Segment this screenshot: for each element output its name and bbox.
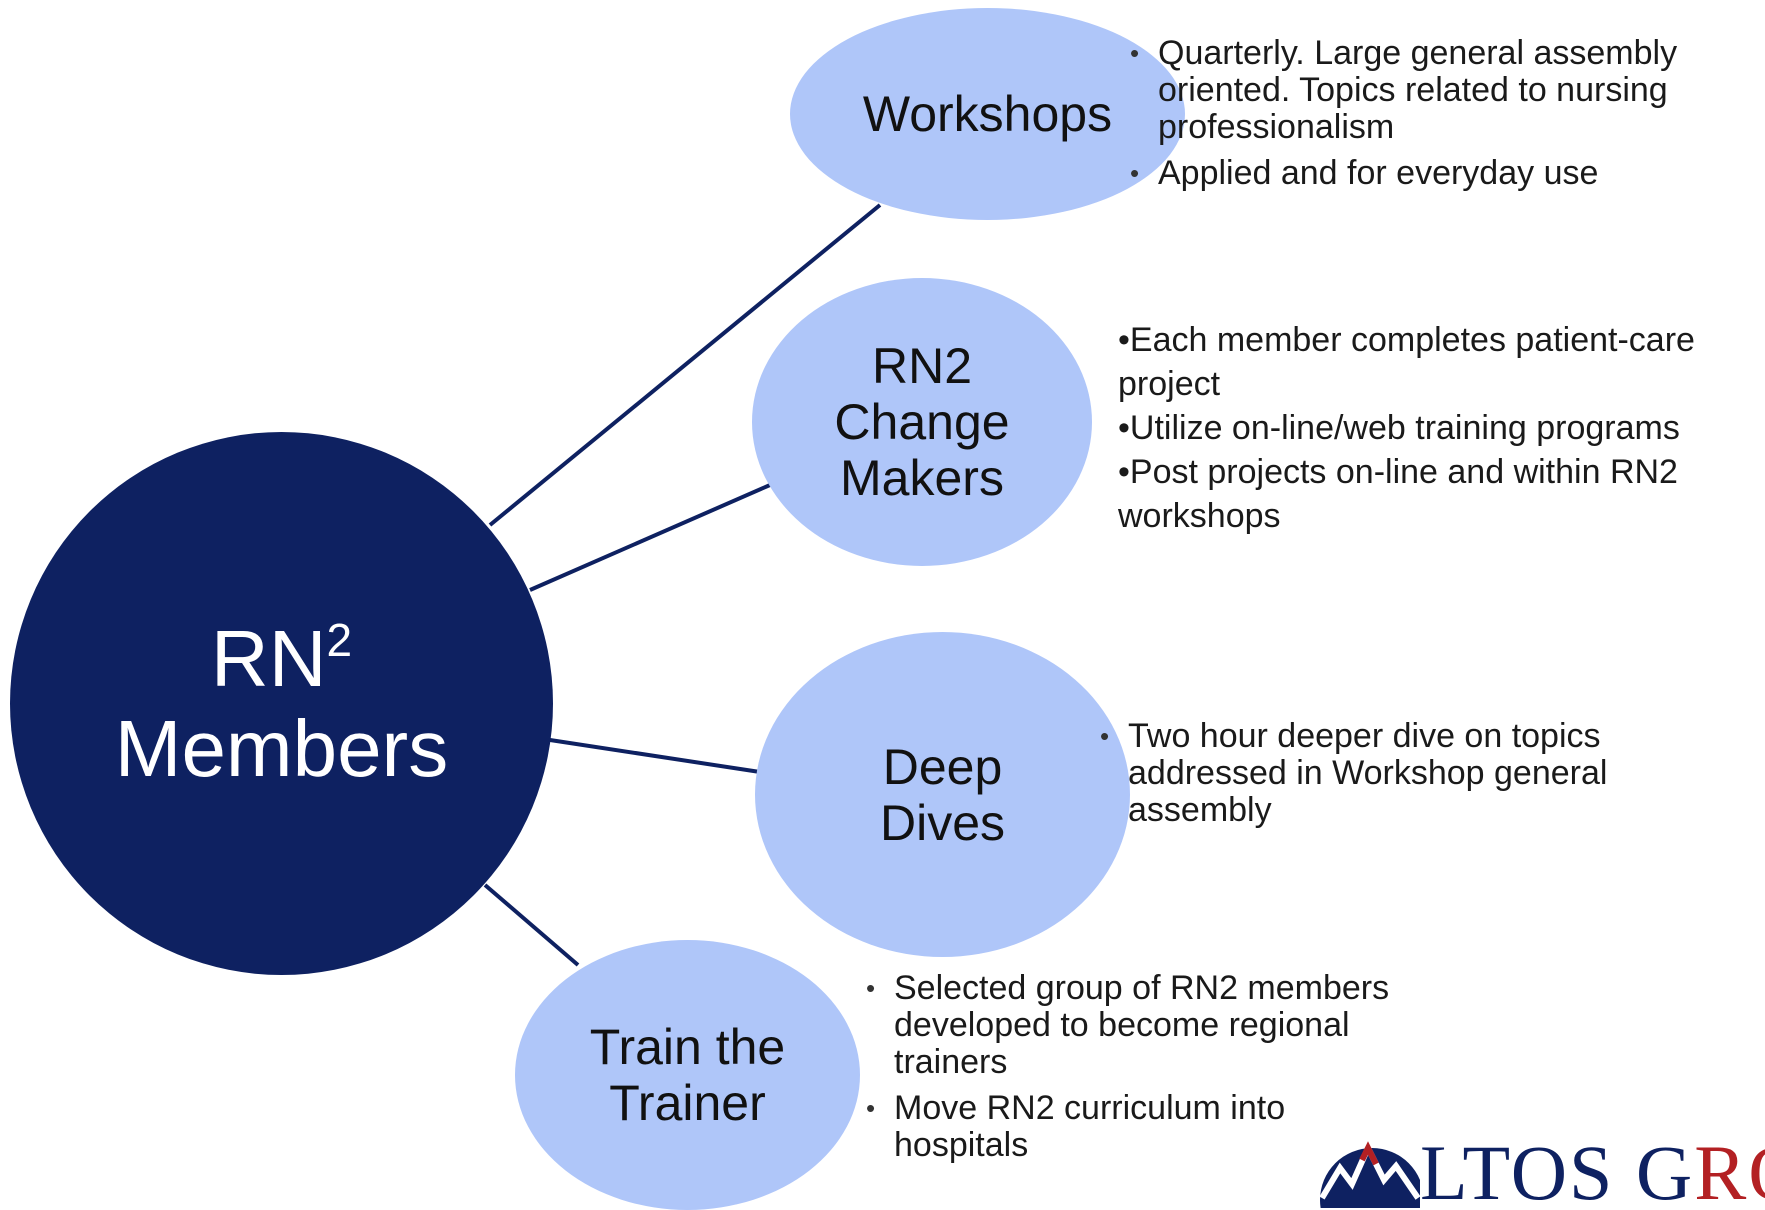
change-makers-bullets: •Each member completes patient-care proj… bbox=[1118, 318, 1763, 538]
node-change-makers-line1: RN2 bbox=[871, 338, 973, 394]
workshops-bullets: Quarterly. Large general assembly orient… bbox=[1130, 35, 1750, 201]
node-change-makers: RN2 Change Makers bbox=[752, 278, 1092, 566]
change-makers-bullet-3: •Post projects on-line and within RN2 wo… bbox=[1118, 453, 1678, 535]
bullet-dot: • bbox=[1118, 453, 1130, 491]
center-title-line2: Members bbox=[114, 703, 449, 793]
connector-deep-dives bbox=[549, 738, 761, 774]
node-deep-dives-line1: Deep bbox=[882, 738, 1003, 795]
node-deep-dives-line2: Dives bbox=[879, 794, 1006, 851]
deep-dives-bullets: Two hour deeper dive on topics addressed… bbox=[1100, 718, 1660, 838]
workshops-bullet-2: Applied and for everyday use bbox=[1130, 155, 1750, 193]
center-title-line1: RN2 bbox=[210, 613, 353, 703]
node-workshops: Workshops bbox=[790, 8, 1185, 220]
center-superscript: 2 bbox=[326, 613, 353, 666]
train-the-trainer-bullet-2: Move RN2 curriculum into hospitals bbox=[866, 1090, 1396, 1164]
change-makers-bullet-2: •Utilize on-line/web training programs bbox=[1118, 409, 1680, 447]
connector-change-makers bbox=[529, 483, 771, 592]
node-train-the-trainer-line1: Train the bbox=[589, 1019, 786, 1075]
connector-workshops bbox=[488, 203, 882, 527]
workshops-bullet-1: Quarterly. Large general assembly orient… bbox=[1130, 35, 1750, 146]
node-train-the-trainer-line2: Trainer bbox=[609, 1075, 766, 1131]
bullet-dot: • bbox=[1118, 409, 1130, 447]
node-change-makers-line2: Change bbox=[834, 394, 1010, 450]
connector-train-the-trainer bbox=[483, 883, 580, 967]
node-workshops-label: Workshops bbox=[862, 86, 1113, 142]
node-train-the-trainer: Train the Trainer bbox=[515, 940, 860, 1210]
train-the-trainer-bullets: Selected group of RN2 members developed … bbox=[866, 970, 1396, 1173]
bullet-dot: • bbox=[1118, 321, 1130, 359]
altos-group-logo: LTOS GRO bbox=[1310, 1128, 1765, 1208]
mountain-logo-icon bbox=[1319, 1140, 1420, 1208]
logo-wordmark: LTOS GRO bbox=[1420, 1129, 1765, 1208]
node-change-makers-line3: Makers bbox=[840, 450, 1004, 506]
center-node-rn2-members: RN2 Members bbox=[10, 432, 553, 975]
deep-dives-bullet-1: Two hour deeper dive on topics addressed… bbox=[1100, 718, 1660, 829]
node-deep-dives: Deep Dives bbox=[755, 632, 1130, 957]
change-makers-bullet-1: •Each member completes patient-care proj… bbox=[1118, 321, 1695, 403]
train-the-trainer-bullet-1: Selected group of RN2 members developed … bbox=[866, 970, 1396, 1081]
